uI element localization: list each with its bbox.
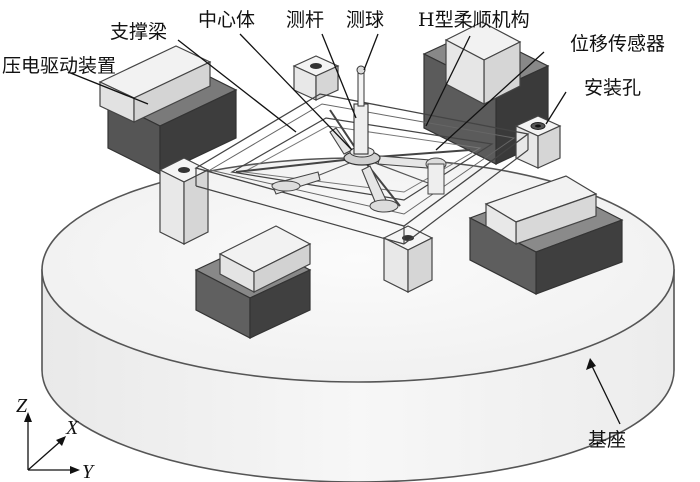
label-displacement-sensor: 位移传感器 — [570, 33, 665, 55]
probe-ball — [356, 65, 366, 75]
label-support-beam: 支撑梁 — [110, 21, 167, 43]
corner-post-back — [292, 55, 340, 101]
label-h-flexure: H型柔顺机构 — [418, 9, 530, 31]
coordinate-axes: Z X Y — [16, 395, 95, 482]
label-mount-hole: 安装孔 — [584, 77, 641, 99]
probe-rod — [353, 71, 369, 155]
piezo-actuator-front-right — [468, 175, 624, 295]
label-center-body: 中心体 — [198, 9, 255, 31]
corner-post-right — [514, 115, 562, 169]
label-piezo-actuator: 压电驱动装置 — [2, 55, 116, 77]
piezo-actuator-back-left — [98, 45, 238, 175]
axis-x-label: X — [65, 417, 79, 439]
labels: 压电驱动装置 支撑梁 中心体 测杆 测球 H型柔顺机构 位移传感器 安装孔 基座 — [2, 9, 665, 451]
corner-post-left — [158, 157, 210, 245]
label-probe-ball: 测球 — [346, 9, 384, 31]
axis-y-label: Y — [82, 461, 95, 482]
axis-z-label: Z — [16, 395, 28, 417]
label-probe-rod: 测杆 — [286, 9, 324, 31]
displacement-sensors — [271, 127, 447, 213]
corner-post-front — [382, 225, 434, 293]
label-base: 基座 — [588, 429, 626, 451]
leader-lines — [67, 33, 621, 425]
piezo-actuator-front-left — [194, 225, 312, 339]
